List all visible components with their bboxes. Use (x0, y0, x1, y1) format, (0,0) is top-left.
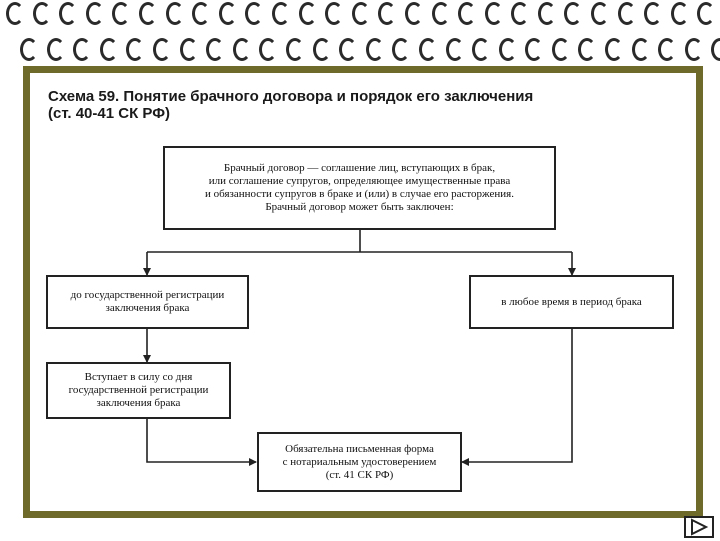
arrow-to-form-right (461, 329, 573, 466)
notebook-ring-icon (479, 0, 506, 25)
notebook-ring-icon (452, 0, 479, 25)
any-time-text: в любое время в период брака (501, 295, 642, 308)
notebook-ring-icon (253, 36, 280, 61)
notebook-ring-icon (665, 0, 692, 25)
notebook-ring-icon (27, 0, 54, 25)
notebook-ring-icon (80, 0, 107, 25)
notebook-ring-icon (0, 0, 27, 25)
notebook-ring-icon (626, 36, 653, 61)
effective-date-box: Вступает в силу со дня государственной р… (46, 362, 231, 419)
notebook-ring-icon (426, 0, 453, 25)
notebook-ring-icon (532, 0, 559, 25)
notebook-ring-icon (691, 0, 718, 25)
notebook-ring-icon (14, 36, 41, 61)
notebook-ring-icon (266, 0, 293, 25)
notebook-ring-icon (147, 36, 174, 61)
notebook-ring-icon (546, 36, 573, 61)
notebook-ring-icon (174, 36, 201, 61)
notebook-ring-icon (200, 36, 227, 61)
notebook-ring-icon (372, 0, 399, 25)
notebook-ring-icon (346, 0, 373, 25)
written-form-box: Обязательна письменная форма с нотариаль… (257, 432, 462, 492)
notebook-ring-icon (599, 36, 626, 61)
notebook-ring-icon (67, 36, 94, 61)
notebook-ring-icon (558, 0, 585, 25)
notebook-ring-icon (53, 0, 80, 25)
notebook-ring-icon (638, 0, 665, 25)
before-registration-box: до государственной регистрации заключени… (46, 275, 249, 329)
notebook-ring-icon (186, 0, 213, 25)
arrow-to-form-left (146, 419, 257, 466)
binding-rings-bottom (14, 36, 720, 61)
notebook-ring-icon (399, 0, 426, 25)
notebook-ring-icon (440, 36, 467, 61)
notebook-ring-icon (213, 0, 240, 25)
notebook-ring-icon (120, 36, 147, 61)
notebook-ring-icon (612, 0, 639, 25)
notebook-ring-icon (227, 36, 254, 61)
notebook-ring-icon (519, 36, 546, 61)
effective-date-text: Вступает в силу со дня государственной р… (68, 371, 209, 409)
binding-rings-top (0, 0, 720, 25)
notebook-ring-icon (585, 0, 612, 25)
notebook-ring-icon (239, 0, 266, 25)
before-registration-text: до государственной регистрации заключени… (70, 289, 225, 314)
diagram-title: Схема 59. Понятие брачного договора и по… (48, 88, 533, 122)
notebook-ring-icon (572, 36, 599, 61)
notebook-ring-icon (386, 36, 413, 61)
notebook-ring-icon (106, 0, 133, 25)
notebook-ring-icon (466, 36, 493, 61)
definition-box: Брачный договор — соглашение лиц, вступа… (163, 146, 556, 230)
notebook-ring-icon (705, 36, 720, 61)
notebook-ring-icon (307, 36, 334, 61)
next-arrow-icon (691, 518, 709, 536)
next-slide-button[interactable] (684, 516, 714, 538)
notebook-ring-icon (333, 36, 360, 61)
notebook-ring-icon (160, 0, 187, 25)
written-form-text: Обязательна письменная форма с нотариаль… (282, 442, 437, 481)
notebook-ring-icon (41, 36, 68, 61)
title-line-2: (ст. 40-41 СК РФ) (48, 105, 170, 122)
notebook-ring-icon (505, 0, 532, 25)
notebook-ring-icon (413, 36, 440, 61)
notebook-ring-icon (360, 36, 387, 61)
notebook-ring-icon (293, 0, 320, 25)
any-time-box: в любое время в период брака (469, 275, 674, 329)
notebook-ring-icon (133, 0, 160, 25)
definition-text: Брачный договор — соглашение лиц, вступа… (205, 162, 514, 213)
notebook-ring-icon (652, 36, 679, 61)
notebook-ring-icon (94, 36, 121, 61)
notebook-ring-icon (280, 36, 307, 61)
title-line-1: Схема 59. Понятие брачного договора и по… (48, 88, 534, 105)
notebook-ring-icon (493, 36, 520, 61)
notebook-ring-icon (679, 36, 706, 61)
notebook-ring-icon (319, 0, 346, 25)
